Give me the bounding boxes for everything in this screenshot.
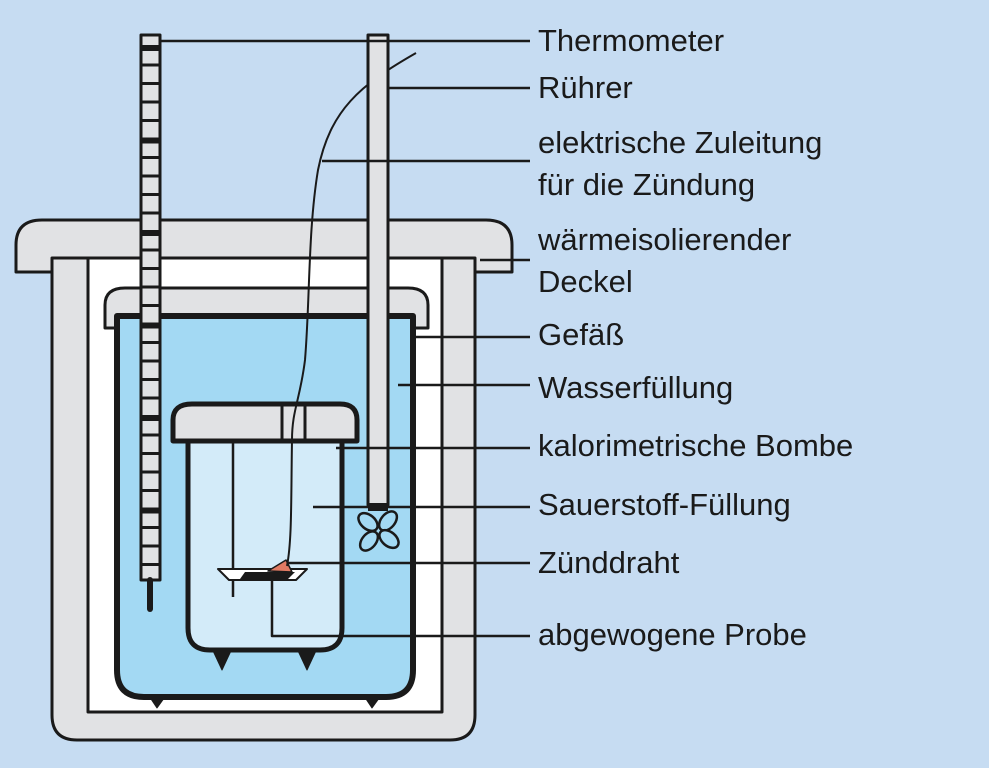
bomb-lid — [170, 401, 360, 444]
label-sample: abgewogene Probe — [538, 617, 807, 652]
label-stirrer: Rührer — [538, 70, 633, 105]
thermometer-tick — [141, 119, 160, 122]
thermometer-tick — [141, 82, 160, 85]
thermometer-tick — [141, 63, 160, 67]
stirrer-rod — [366, 33, 390, 507]
stirrer-propeller — [357, 510, 400, 552]
leader-lines — [160, 39, 530, 638]
ignition-lead — [286, 52, 417, 567]
label-thermometer: Thermometer — [538, 23, 725, 58]
label-ignition-lead-line1: elektrische Zuleitung — [538, 125, 823, 160]
label-lid-line1: wärmeisolierender — [538, 222, 792, 257]
thermometer — [139, 33, 162, 582]
thermometer-tick — [141, 156, 160, 159]
label-water: Wasserfüllung — [538, 370, 734, 405]
thermometer-tick — [141, 433, 160, 437]
thermometer-tick — [141, 193, 160, 196]
thermometer-tick — [141, 322, 160, 329]
thermometer-tick — [141, 341, 160, 344]
thermometer-tick — [141, 267, 160, 270]
thermometer-tick — [141, 415, 160, 421]
thermometer-tick — [141, 452, 160, 455]
label-bomb: kalorimetrische Bombe — [538, 428, 854, 463]
thermometer-tick — [141, 507, 160, 514]
thermometer-tick — [141, 137, 160, 144]
thermometer-tick — [141, 211, 160, 215]
thermometer-tick — [141, 544, 160, 548]
thermometer-tick — [141, 563, 160, 566]
thermometer-tick — [141, 174, 160, 178]
thermometer-tick — [141, 359, 160, 363]
thermometer-tick — [141, 230, 160, 236]
thermometer-tick — [141, 489, 160, 492]
thermometer-tick — [141, 100, 160, 104]
thermometer-tick — [141, 470, 160, 474]
label-lid-line2: Deckel — [538, 264, 633, 299]
label-vessel: Gefäß — [538, 317, 625, 352]
label-ignition-wire: Zünddraht — [538, 545, 680, 580]
thermometer-tick — [141, 45, 160, 51]
thermometer-tick — [141, 526, 160, 529]
label-ignition-lead-line2: für die Zündung — [538, 167, 756, 202]
thermometer-tick — [141, 285, 160, 289]
thermometer-tick — [141, 396, 160, 400]
label-oxygen: Sauerstoff-Füllung — [538, 487, 791, 522]
sample — [267, 559, 293, 573]
thermometer-tick — [141, 304, 160, 307]
bomb-body — [185, 437, 345, 653]
thermometer-tick — [141, 378, 160, 381]
thermometer-tick — [141, 248, 160, 252]
